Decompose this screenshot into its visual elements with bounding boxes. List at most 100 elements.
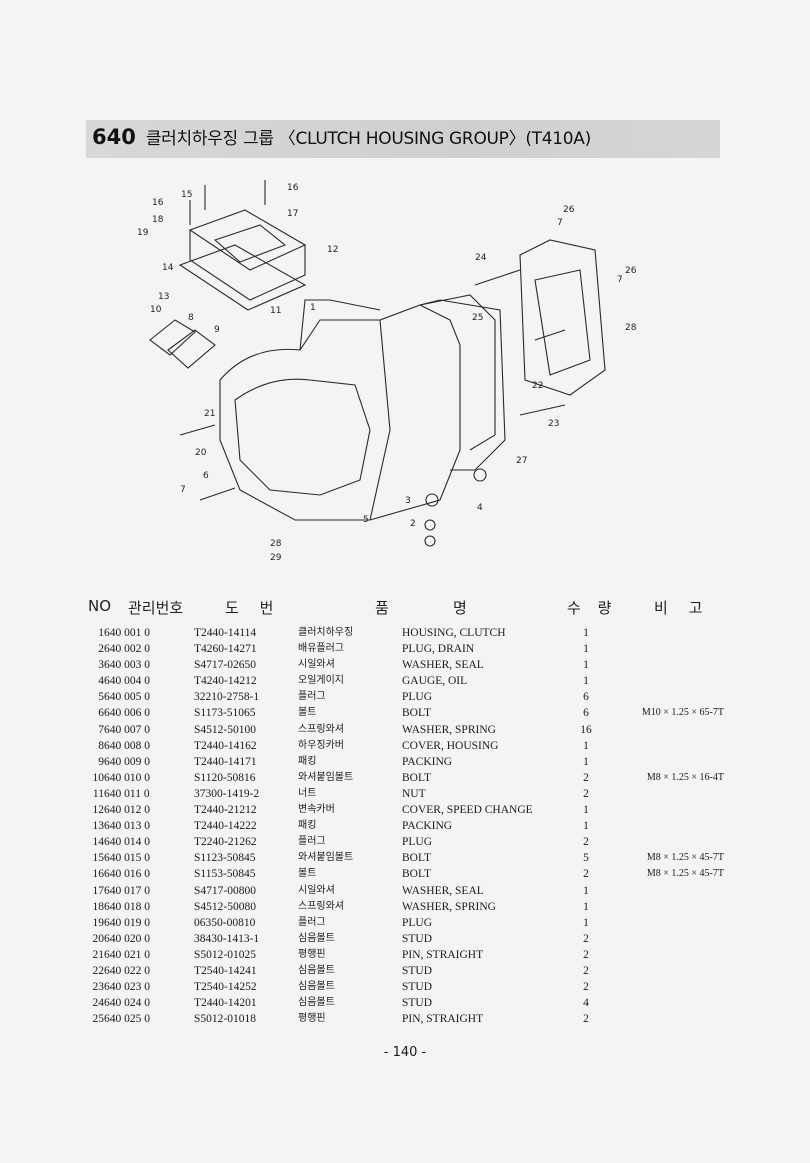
mgmt-number-cell: 640 018 0	[104, 900, 150, 913]
korean-name-cell: 플러그	[298, 836, 326, 848]
remarks-cell	[600, 625, 724, 641]
callout-label: 18	[152, 215, 164, 225]
english-name-cell: WASHER, SEAL	[402, 884, 484, 897]
english-name-cell: COVER, SPEED CHANGE	[402, 804, 533, 817]
english-name-cell: BOLT	[402, 707, 431, 720]
drawing-number-cell: S5012-01018	[194, 1013, 256, 1026]
mgmt-number-cell: 640 015 0	[104, 852, 150, 865]
quantity-cell: 2	[583, 868, 589, 881]
callout-label: 24	[475, 253, 487, 263]
callout-label: 10	[150, 305, 162, 315]
korean-name-cell: 배유플러그	[298, 643, 344, 655]
drawing-number-cell: S4512-50100	[194, 723, 256, 736]
mgmt-number-cell: 640 016 0	[104, 868, 150, 881]
clutch-housing-bell	[234, 378, 371, 496]
row-no-cell: 14	[92, 836, 105, 849]
callout-label: 22	[532, 381, 543, 391]
remarks-cell	[600, 979, 724, 995]
korean-name-cell: 클러치하우징	[298, 627, 354, 638]
english-name-cell: GAUGE, OIL	[402, 675, 468, 688]
english-name-cell: BOLT	[402, 868, 431, 881]
drawing-number-cell: T2440-14162	[194, 739, 257, 752]
callout-label: 8	[188, 313, 194, 323]
callout-label: 20	[195, 448, 207, 458]
mgmt-number-cell: 640 003 0	[104, 659, 150, 672]
section-number: 640	[92, 125, 136, 149]
mgmt-number-cell: 640 021 0	[104, 948, 150, 961]
drawing-number-cell: 06350-00810	[194, 916, 256, 929]
drawing-number-cell: 32210-2758-1	[194, 691, 260, 704]
callout-label: 26	[625, 266, 637, 276]
mgmt-number-cell: 640 024 0	[104, 997, 150, 1010]
oil-gauge-4	[473, 468, 487, 482]
drawing-number-cell: T2440-14171	[194, 755, 257, 768]
english-name-cell: PLUG	[402, 916, 433, 929]
english-name-cell: STUD	[402, 932, 433, 945]
row-no-cell: 7	[98, 723, 104, 736]
section-title: 640 클러치하우징 그룹 〈CLUTCH HOUSING GROUP〉(T41…	[92, 124, 591, 154]
mgmt-number-cell: 640 008 0	[104, 739, 150, 752]
drawing-number-cell: T2440-21212	[194, 804, 257, 817]
english-name-cell: STUD	[402, 997, 433, 1010]
callout-label: 7	[557, 218, 563, 228]
row-no-cell: 16	[92, 868, 105, 881]
english-name-cell: WASHER, SPRING	[402, 900, 496, 913]
quantity-cell: 2	[583, 771, 589, 784]
speed-change-cover-shape	[188, 209, 307, 271]
quantity-cell: 6	[583, 691, 589, 704]
english-name-cell: WASHER, SPRING	[402, 723, 496, 736]
mgmt-number-cell: 640 014 0	[104, 836, 150, 849]
mgmt-number-cell: 640 023 0	[104, 981, 150, 994]
english-name-cell: PACKING	[402, 755, 453, 768]
remarks-cell	[600, 786, 724, 802]
row-no-cell: 23	[92, 981, 105, 994]
quantity-cell: 1	[583, 820, 589, 833]
callout-label: 28	[625, 323, 637, 333]
korean-name-cell: 볼트	[298, 868, 317, 880]
row-no-cell: 21	[92, 948, 105, 961]
mgmt-number-cell: 640 013 0	[104, 820, 150, 833]
korean-name-cell: 오일게이지	[298, 675, 344, 687]
parts-table-header: NO 관리번호 도 번 품 명 수 량 비 고	[0, 597, 810, 621]
mgmt-number-cell: 640 004 0	[104, 675, 150, 688]
korean-name-cell: 시일와셔	[298, 884, 335, 896]
english-name-cell: PLUG	[402, 691, 433, 704]
remarks-cell	[600, 947, 724, 963]
callout-label: 25	[472, 313, 483, 323]
quantity-cell: 1	[583, 659, 589, 672]
mgmt-number-cell: 640 010 0	[104, 771, 150, 784]
korean-name-cell: 시일와셔	[298, 659, 335, 671]
callout-label: 7	[617, 275, 623, 285]
row-no-cell: 10	[92, 771, 105, 784]
remarks-cell: M10 × 1.25 × 65-7T	[641, 707, 724, 719]
row-no-cell: 6	[98, 707, 104, 720]
remarks-cell	[600, 802, 724, 818]
english-name-cell: NUT	[402, 787, 426, 800]
english-name-cell: PIN, STRAIGHT	[402, 948, 484, 961]
mgmt-number-cell: 640 025 0	[104, 1013, 150, 1026]
drawing-number-cell: S1153-50845	[194, 868, 256, 881]
callout-label: 17	[287, 209, 298, 219]
packing-13-shape	[178, 244, 307, 311]
english-name-cell: STUD	[402, 964, 433, 977]
mgmt-number-cell: 640 006 0	[104, 707, 150, 720]
callout-label: 15	[181, 190, 192, 200]
remarks-cell	[600, 657, 724, 673]
callout-label: 13	[158, 292, 169, 302]
remarks-cell	[600, 722, 724, 738]
mgmt-number-cell: 640 022 0	[104, 964, 150, 977]
title-bar	[86, 120, 720, 158]
col-quantity: 수 량	[567, 599, 618, 617]
korean-name-cell: 패킹	[298, 820, 317, 832]
english-name-cell: PACKING	[402, 820, 453, 833]
